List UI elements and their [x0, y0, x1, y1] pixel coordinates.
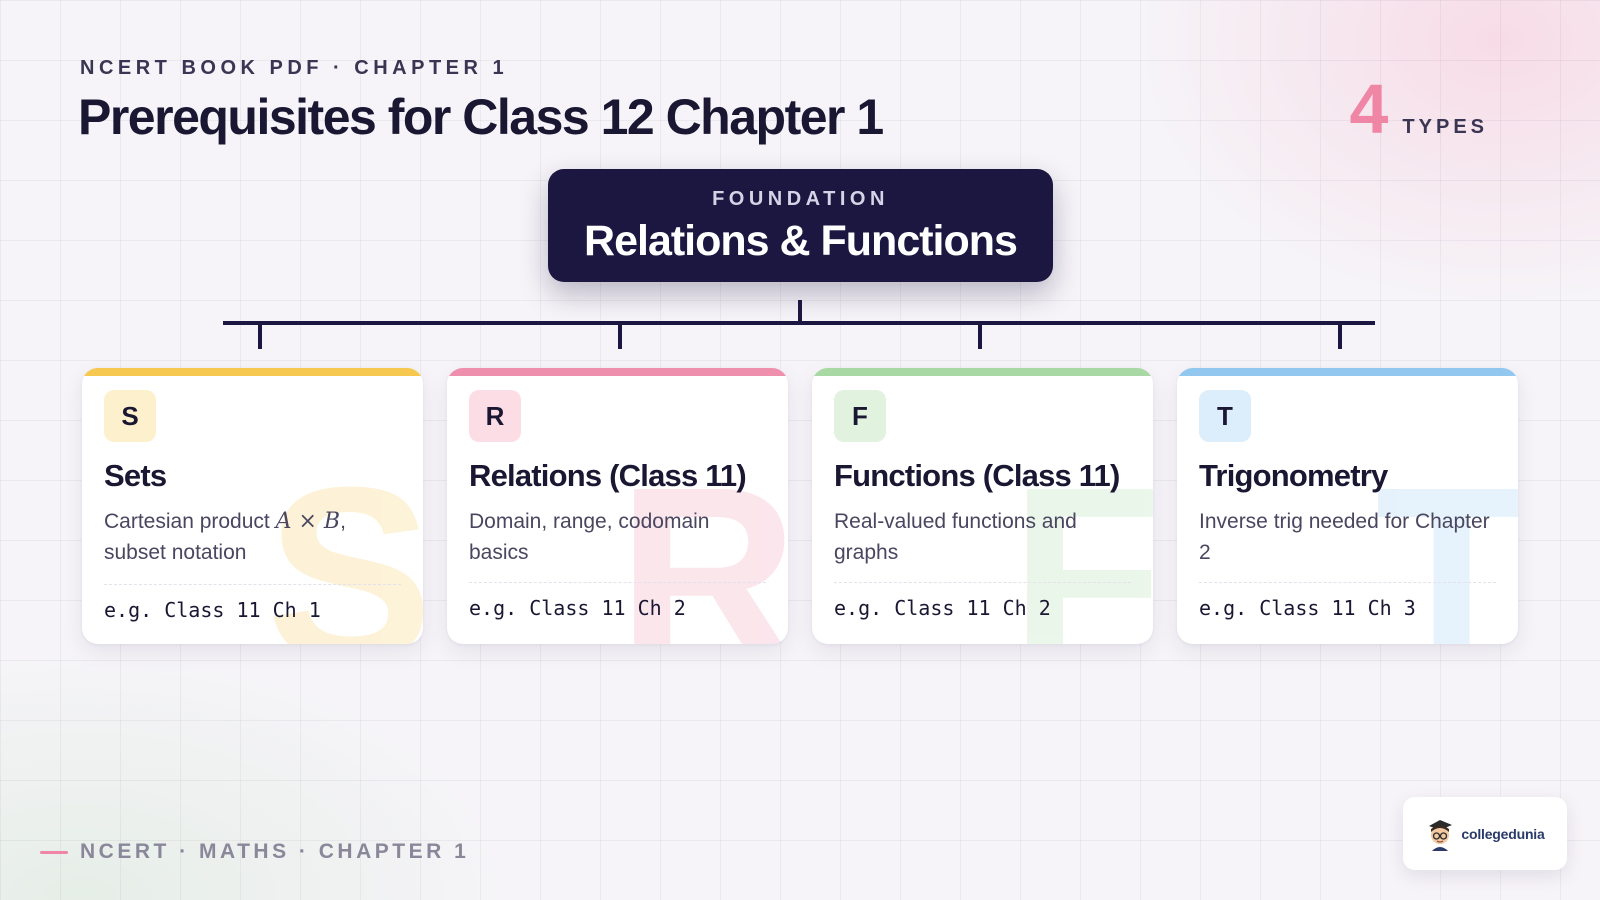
card-watermark-letter: S: [266, 435, 423, 645]
footer-text: NCERT · MATHS · CHAPTER 1: [80, 840, 470, 863]
card-trigonometry: T T Trigonometry Inverse trig needed for…: [1177, 368, 1518, 644]
card-letter-badge: S: [104, 390, 156, 442]
types-count-number: 4: [1349, 70, 1389, 148]
card-divider: [834, 582, 1131, 583]
card-letter-badge: R: [469, 390, 521, 442]
card-description: Inverse trig needed for Chapter 2: [1199, 510, 1490, 564]
root-node: FOUNDATION Relations & Functions: [548, 169, 1053, 282]
card-letter-badge: T: [1199, 390, 1251, 442]
card-description: Real-valued functions and graphs: [834, 510, 1077, 564]
card-title: Relations (Class 11): [469, 458, 747, 493]
card-description: Domain, range, codomain basics: [469, 510, 710, 564]
card-description-rest: , subset notation: [104, 510, 346, 564]
card-title: Trigonometry: [1199, 458, 1388, 493]
connector-stem: [798, 300, 802, 322]
card-example: e.g. Class 11 Ch 1: [104, 598, 321, 622]
card-letter-badge: F: [834, 390, 886, 442]
card-divider: [104, 584, 401, 585]
card-watermark-letter: R: [617, 435, 788, 645]
types-count: 4 TYPES: [1349, 74, 1488, 144]
connector-drop-1: [258, 323, 262, 349]
card-example: e.g. Class 11 Ch 2: [469, 596, 686, 620]
card-divider: [1199, 582, 1496, 583]
mascot-icon: [1429, 819, 1453, 851]
connector-drop-4: [1338, 323, 1342, 349]
connector-bus: [223, 321, 1375, 325]
connector-drop-3: [978, 323, 982, 349]
card-functions: F F Functions (Class 11) Real-valued fun…: [812, 368, 1153, 644]
card-title: Sets: [104, 458, 167, 493]
card-example: e.g. Class 11 Ch 3: [1199, 596, 1416, 620]
page-title: Prerequisites for Class 12 Chapter 1: [78, 89, 884, 145]
card-accent-stripe: [447, 368, 788, 376]
header-eyebrow: NCERT BOOK PDF · CHAPTER 1: [80, 57, 509, 79]
card-relations: R R Relations (Class 11) Domain, range, …: [447, 368, 788, 644]
card-description-math: A × B: [275, 509, 341, 534]
card-accent-stripe: [82, 368, 423, 376]
card-description-text: Cartesian product: [104, 510, 276, 533]
brand-logo[interactable]: collegedunia: [1403, 797, 1567, 870]
brand-name: collegedunia: [1461, 825, 1545, 842]
card-watermark-letter: F: [1010, 435, 1153, 645]
root-title: Relations & Functions: [584, 217, 1018, 265]
card-description: Cartesian product A × B, subset notation: [104, 506, 399, 568]
card-title: Functions (Class 11): [834, 458, 1120, 493]
types-count-label: TYPES: [1402, 116, 1488, 138]
card-watermark-letter: T: [1375, 435, 1518, 645]
root-eyebrow: FOUNDATION: [712, 188, 889, 210]
card-divider: [469, 582, 766, 583]
footer: NCERT · MATHS · CHAPTER 1: [40, 840, 469, 864]
card-accent-stripe: [812, 368, 1153, 376]
footer-dash: [40, 850, 68, 854]
card-example: e.g. Class 11 Ch 2: [834, 596, 1051, 620]
card-sets: S S Sets Cartesian product A × B, subset…: [82, 368, 423, 644]
card-accent-stripe: [1177, 368, 1518, 376]
connector-drop-2: [618, 323, 622, 349]
